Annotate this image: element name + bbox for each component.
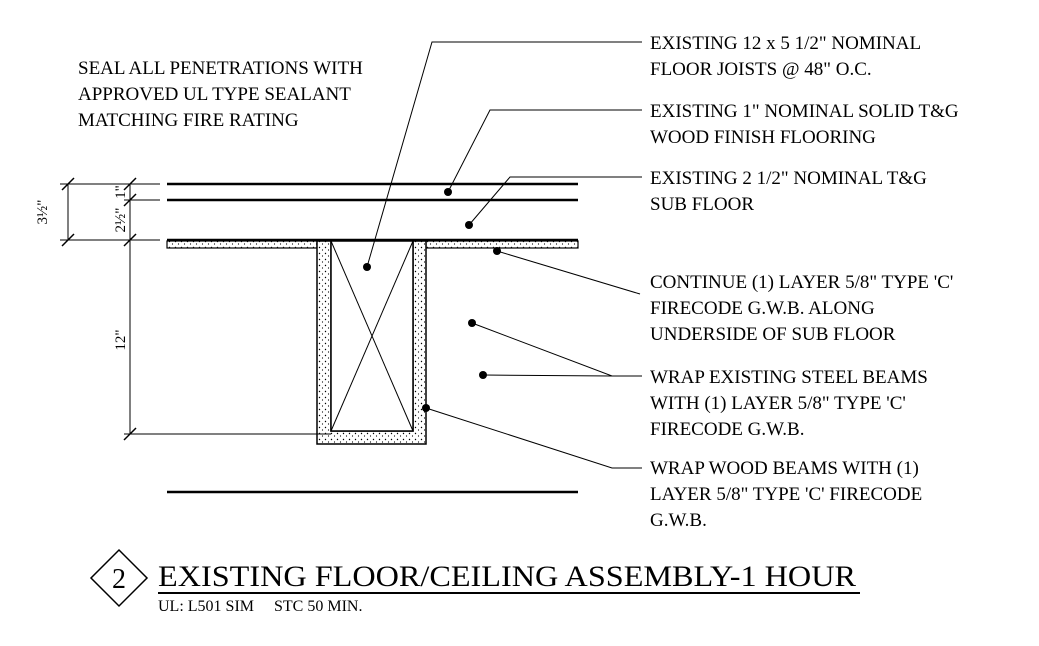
svg-text:UNDERSIDE OF SUB FLOOR: UNDERSIDE OF SUB FLOOR <box>650 324 896 345</box>
svg-text:APPROVED UL TYPE SEALANT: APPROVED UL TYPE SEALANT <box>78 84 351 105</box>
dim-total-depth: 3½" <box>35 200 51 225</box>
note-floor-joists: EXISTING 12 x 5 1/2" NOMINAL FLOOR JOIST… <box>650 33 921 80</box>
svg-text:FIRECODE G.W.B. ALONG: FIRECODE G.W.B. ALONG <box>650 298 875 319</box>
detail-number-diamond <box>89 548 149 608</box>
svg-text:EXISTING 2 1/2" NOMINAL T&G: EXISTING 2 1/2" NOMINAL T&G <box>650 168 927 189</box>
detail-title: EXISTING FLOOR/CEILING ASSEMBLY-1 HOUR <box>158 560 856 593</box>
svg-text:FIRECODE G.W.B.: FIRECODE G.W.B. <box>650 419 804 440</box>
gwb-underside-right <box>425 240 579 249</box>
dim-beam-depth: 12" <box>113 329 129 350</box>
note-sub-floor: EXISTING 2 1/2" NOMINAL T&G SUB FLOOR <box>650 168 927 215</box>
svg-text:SEAL ALL PENETRATIONS WITH: SEAL ALL PENETRATIONS WITH <box>78 58 363 79</box>
leader-dots <box>363 188 501 412</box>
note-seal-penetrations: SEAL ALL PENETRATIONS WITH APPROVED UL T… <box>78 58 363 131</box>
note-wrap-wood-beams: WRAP WOOD BEAMS WITH (1) LAYER 5/8" TYPE… <box>650 458 922 531</box>
svg-text:MATCHING FIRE RATING: MATCHING FIRE RATING <box>78 110 299 131</box>
svg-text:EXISTING 1" NOMINAL SOLID T&G: EXISTING 1" NOMINAL SOLID T&G <box>650 101 959 122</box>
leaders <box>366 41 642 469</box>
svg-text:WRAP EXISTING STEEL BEAMS: WRAP EXISTING STEEL BEAMS <box>650 367 928 388</box>
svg-text:G.W.B.: G.W.B. <box>650 510 707 531</box>
detail-subtitle: UL: L501 SIM STC 50 MIN. <box>158 598 362 615</box>
note-wrap-steel-beams: WRAP EXISTING STEEL BEAMS WITH (1) LAYER… <box>650 367 928 440</box>
svg-text:LAYER 5/8" TYPE 'C' FIRECODE: LAYER 5/8" TYPE 'C' FIRECODE <box>650 484 922 505</box>
svg-text:SUB FLOOR: SUB FLOOR <box>650 194 754 215</box>
dim-finish-floor: 1" <box>113 185 129 199</box>
svg-text:WITH (1) LAYER 5/8" TYPE 'C': WITH (1) LAYER 5/8" TYPE 'C' <box>650 393 906 414</box>
dimension-marks <box>60 177 331 441</box>
svg-text:WOOD FINISH FLOORING: WOOD FINISH FLOORING <box>650 127 876 148</box>
note-gwb-underside: CONTINUE (1) LAYER 5/8" TYPE 'C' FIRECOD… <box>650 272 953 345</box>
gwb-underside-left <box>166 240 318 249</box>
svg-text:EXISTING 12 x 5 1/2" NOMINAL: EXISTING 12 x 5 1/2" NOMINAL <box>650 33 921 54</box>
svg-text:CONTINUE (1) LAYER 5/8" TYPE ': CONTINUE (1) LAYER 5/8" TYPE 'C' <box>650 272 953 293</box>
svg-text:FLOOR JOISTS @ 48" O.C.: FLOOR JOISTS @ 48" O.C. <box>650 59 872 80</box>
svg-text:WRAP WOOD BEAMS WITH (1): WRAP WOOD BEAMS WITH (1) <box>650 458 919 479</box>
beam-cross-2 <box>330 240 414 432</box>
detail-number: 2 <box>112 564 126 595</box>
dim-sub-floor: 2½" <box>113 208 129 233</box>
note-finish-flooring: EXISTING 1" NOMINAL SOLID T&G WOOD FINIS… <box>650 101 959 148</box>
